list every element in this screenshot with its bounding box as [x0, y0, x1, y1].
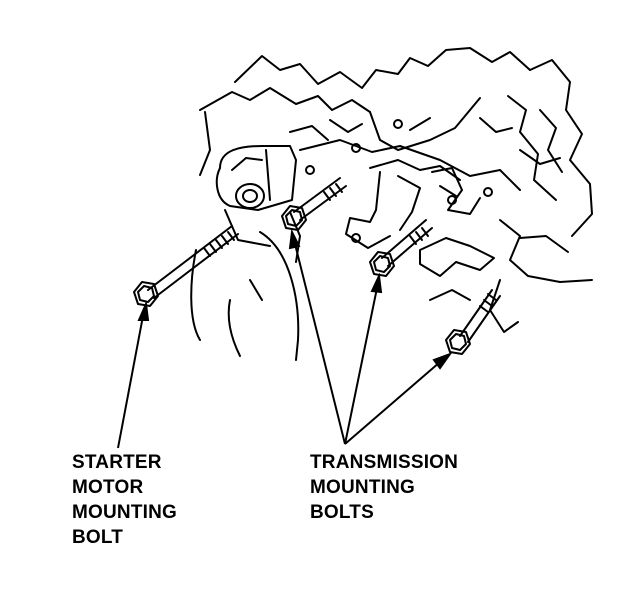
starter-bolt-arrow	[117, 300, 150, 449]
label-line: BOLTS	[310, 502, 374, 523]
starter-motor-mounting-bolt-label: STARTER MOTOR MOUNTING BOLT	[72, 450, 177, 550]
transmission-bolt-arrow-upper	[288, 228, 346, 445]
label-line: MOTOR	[72, 477, 144, 498]
label-line: TRANSMISSION	[310, 452, 459, 473]
label-line: BOLT	[72, 527, 124, 548]
transmission-bolt-arrow-lower	[344, 351, 453, 445]
label-line: MOUNTING	[72, 502, 178, 523]
transmission-mounting-bolt-lower	[445, 289, 501, 355]
label-line: STARTER	[72, 452, 162, 473]
starter-motor	[190, 145, 301, 341]
transmission-case	[227, 117, 593, 361]
label-line: MOUNTING	[310, 477, 416, 498]
engine-block-outline	[199, 47, 593, 237]
transmission-mounting-bolt-middle	[369, 219, 433, 277]
transmission-bolt-arrow-middle	[344, 272, 383, 445]
transmission-mounting-bolt-upper	[281, 177, 347, 231]
transmission-mounting-bolts-label: TRANSMISSION MOUNTING BOLTS	[310, 450, 458, 525]
starter-mounting-bolt	[133, 225, 239, 307]
